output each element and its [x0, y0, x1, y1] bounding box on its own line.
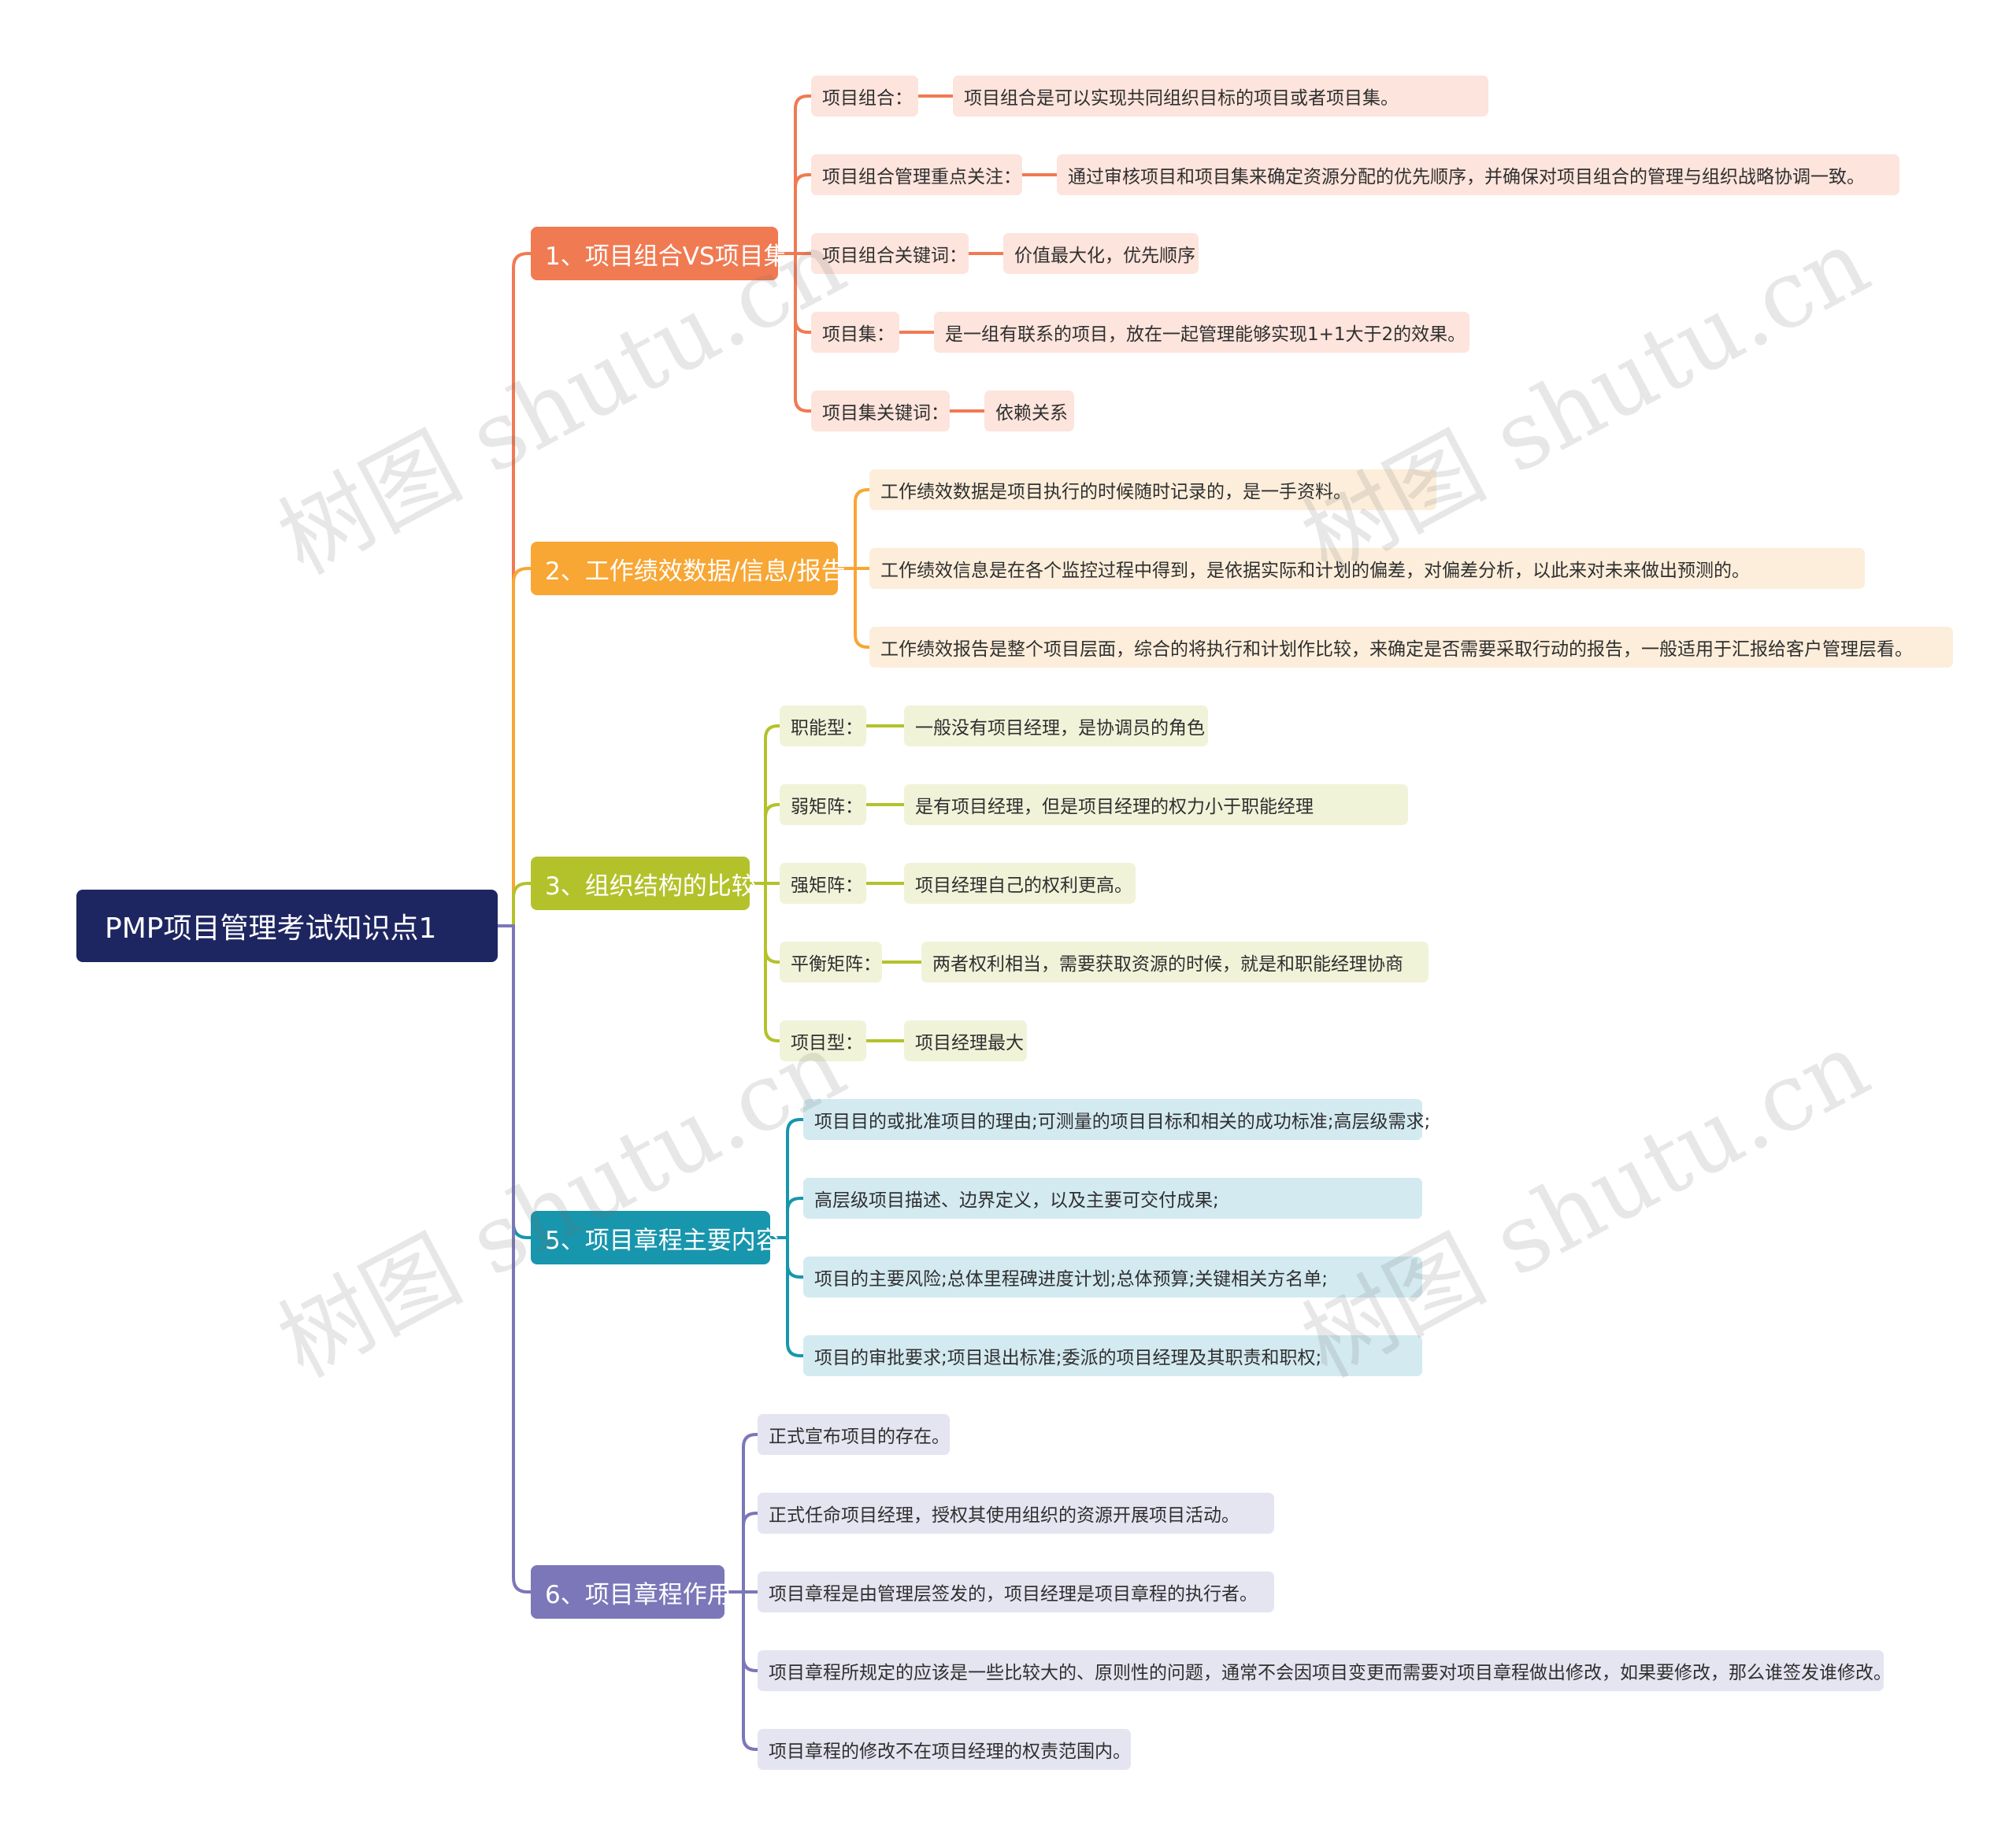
leaf-item[interactable]: 项目章程是由管理层签发的，项目经理是项目章程的执行者。 — [758, 1571, 1274, 1612]
leaf-item[interactable]: 项目章程的修改不在项目经理的权责范围内。 — [758, 1729, 1131, 1770]
branch-node[interactable]: 1、项目组合VS项目集 — [531, 227, 788, 280]
leaf-value[interactable]: 是有项目经理，但是项目经理的权力小于职能经理 — [904, 784, 1408, 825]
leaf-key[interactable]: 项目组合： — [811, 76, 918, 117]
leaf-item[interactable]: 项目的主要风险;总体里程碑进度计划;总体预算;关键相关方名单; — [803, 1257, 1422, 1297]
leaf-value[interactable]: 两者权利相当，需要获取资源的时候，就是和职能经理协商 — [921, 942, 1429, 983]
leaf-key[interactable]: 弱矩阵： — [780, 784, 866, 825]
leaf-item[interactable]: 正式任命项目经理，授权其使用组织的资源开展项目活动。 — [758, 1493, 1274, 1534]
branch-node[interactable]: 6、项目章程作用 — [531, 1565, 732, 1619]
leaf-key[interactable]: 项目型： — [780, 1020, 866, 1061]
leaf-key[interactable]: 项目集： — [811, 312, 899, 353]
leaf-item[interactable]: 项目目的或批准项目的理由;可测量的项目目标和相关的成功标准;高层级需求; — [803, 1099, 1430, 1140]
root-node[interactable]: PMP项目管理考试知识点1 — [76, 890, 498, 962]
leaf-item[interactable]: 正式宣布项目的存在。 — [758, 1414, 950, 1455]
leaf-value[interactable]: 项目经理最大 — [904, 1020, 1027, 1061]
leaf-item[interactable]: 工作绩效数据是项目执行的时候随时记录的，是一手资料。 — [869, 469, 1436, 510]
leaf-key[interactable]: 平衡矩阵： — [780, 942, 882, 983]
leaf-item[interactable]: 高层级项目描述、边界定义，以及主要可交付成果; — [803, 1178, 1422, 1219]
leaf-value[interactable]: 是一组有联系的项目，放在一起管理能够实现1+1大于2的效果。 — [934, 312, 1469, 353]
leaf-item[interactable]: 工作绩效信息是在各个监控过程中得到，是依据实际和计划的偏差，对偏差分析，以此来对… — [869, 548, 1865, 589]
leaf-key[interactable]: 强矩阵： — [780, 863, 866, 904]
leaf-key[interactable]: 项目组合关键词： — [811, 233, 969, 274]
leaf-value[interactable]: 一般没有项目经理，是协调员的角色 — [904, 705, 1208, 746]
leaf-item[interactable]: 项目章程所规定的应该是一些比较大的、原则性的问题，通常不会因项目变更而需要对项目… — [758, 1650, 1892, 1691]
leaf-value[interactable]: 项目经理自己的权利更高。 — [904, 863, 1136, 904]
leaf-value[interactable]: 价值最大化，优先顺序 — [1003, 233, 1199, 274]
leaf-item[interactable]: 项目的审批要求;项目退出标准;委派的项目经理及其职责和职权; — [803, 1335, 1422, 1376]
leaf-key[interactable]: 项目集关键词： — [811, 391, 950, 431]
branch-node[interactable]: 5、项目章程主要内容 — [531, 1211, 780, 1264]
leaf-value[interactable]: 通过审核项目和项目集来确定资源分配的优先顺序，并确保对项目组合的管理与组织战略协… — [1057, 154, 1899, 195]
leaf-key[interactable]: 职能型： — [780, 705, 866, 746]
leaf-key[interactable]: 项目组合管理重点关注： — [811, 154, 1022, 195]
leaf-item[interactable]: 工作绩效报告是整个项目层面，综合的将执行和计划作比较，来确定是否需要采取行动的报… — [869, 627, 1953, 668]
leaf-value[interactable]: 依赖关系 — [984, 391, 1074, 431]
branch-node[interactable]: 3、组织结构的比较 — [531, 857, 756, 910]
leaf-value[interactable]: 项目组合是可以实现共同组织目标的项目或者项目集。 — [953, 76, 1488, 117]
branch-node[interactable]: 2、工作绩效数据/信息/报告 — [531, 542, 846, 595]
